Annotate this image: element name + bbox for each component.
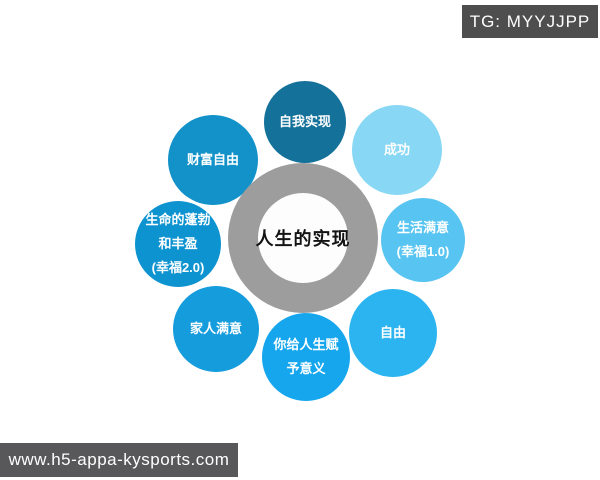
tg-contact-badge: TG: MYYJJPP: [462, 5, 598, 38]
circle-label-line: 你给人生赋: [273, 336, 339, 352]
circle-life-flourishing-happiness-2-0: 生命的蓬勃和丰盈 (幸福2.0): [135, 201, 221, 287]
circle-life-satisfaction-happiness-1-0: 生活满意 (幸福1.0): [381, 198, 465, 282]
circle-label-line: 财富自由: [186, 151, 239, 167]
circle-label-line: 自由: [379, 324, 406, 340]
circle-wealth-freedom: 财富自由: [168, 115, 258, 205]
circle-self-actualization: 自我实现: [264, 81, 346, 163]
site-watermark-label: www.h5-appa-kysports.com: [8, 450, 230, 469]
circle-label-line: 家人满意: [189, 320, 242, 336]
circle-label-line: 生命的蓬勃: [145, 211, 211, 227]
circle-meaning-you-give-to-life: 你给人生赋予意义: [262, 313, 350, 401]
circle-label-line: (幸福1.0): [396, 244, 450, 259]
circle-label-line: 成功: [383, 141, 410, 157]
center-ring-inner: 人生的实现: [255, 193, 351, 283]
tg-contact-badge-label: TG: MYYJJPP: [469, 11, 591, 31]
circle-label-line: (幸福2.0): [151, 260, 205, 276]
circle-family-satisfaction: 家人满意: [173, 286, 259, 372]
circle-freedom: 自由: [349, 289, 437, 377]
site-watermark: www.h5-appa-kysports.com: [0, 443, 238, 477]
circle-label-line: 自我实现: [278, 113, 331, 129]
circle-label-line: 予意义: [286, 361, 326, 376]
circle-success: 成功: [352, 105, 442, 195]
center-ring: 人生的实现: [228, 163, 378, 313]
circle-label-line: 和丰盈: [158, 235, 198, 251]
circle-label-line: 生活满意: [396, 219, 449, 235]
center-title: 人生的实现: [255, 229, 351, 249]
